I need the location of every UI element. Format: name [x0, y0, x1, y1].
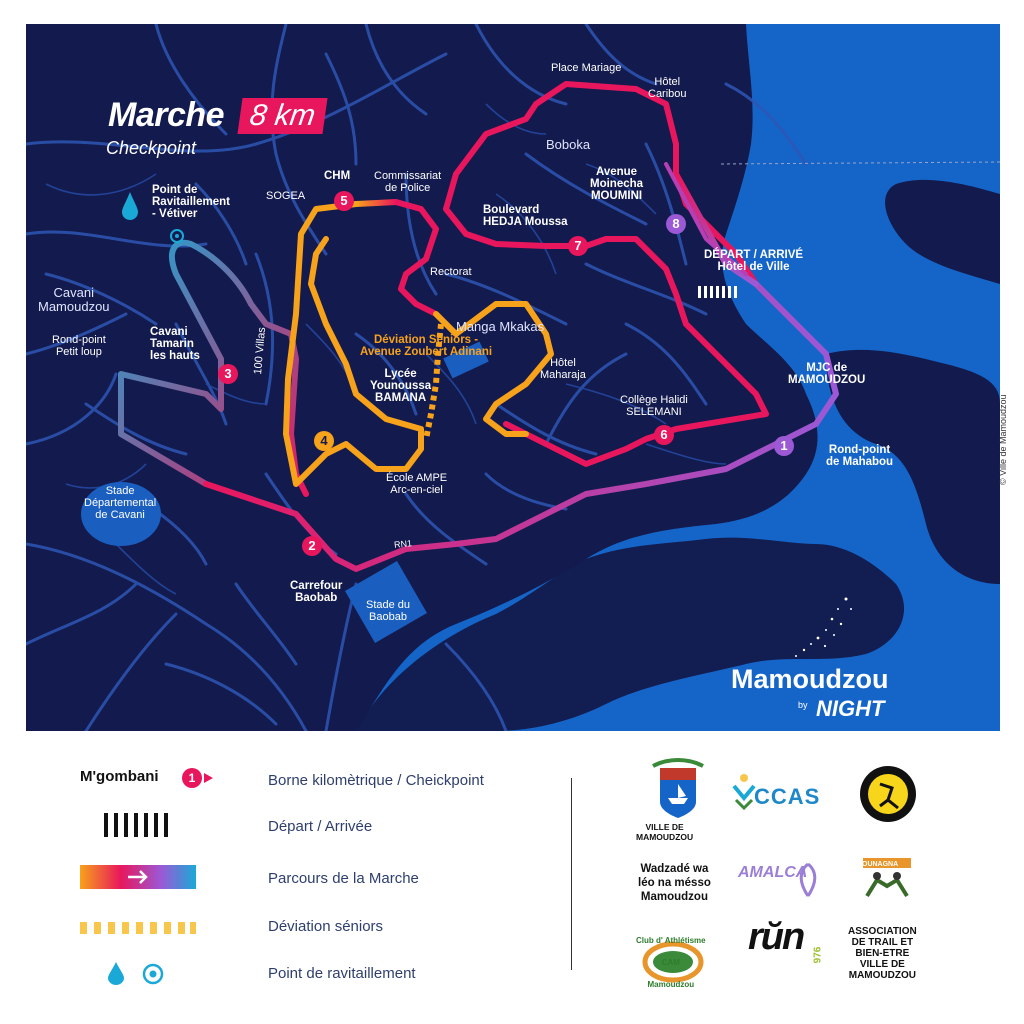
legend-target-icon: [142, 963, 164, 990]
label-boulevard: Boulevard HEDJA Moussa: [483, 204, 568, 228]
land-area: [356, 179, 1000, 731]
label-college: Collège Halidi SELEMANI: [620, 394, 688, 418]
road-network: [26, 24, 808, 731]
run-976-logo: rŭn: [748, 916, 805, 958]
label-cavani-tamarin: Cavani Tamarin les hauts: [150, 326, 200, 362]
stade-cavani-shape: [81, 482, 161, 546]
checkpoint-6: 6: [654, 425, 674, 445]
checkpoint-8: 8: [666, 214, 686, 234]
wadzade-text: Wadzadé wa léo na mésso Mamoudzou: [638, 863, 711, 903]
label-manga-mkakas: Manga Mkakas: [456, 319, 545, 334]
map-title: Marche: [108, 96, 225, 134]
label-carrefour-baobab: Carrefour Baobab: [290, 580, 343, 604]
start-finish-marker: [698, 286, 737, 298]
water-drop-map-icon: [122, 192, 138, 220]
label-boboka: Boboka: [546, 137, 591, 152]
deviation-seniors-path: [423, 323, 444, 440]
ravitaillement-target-icon: [170, 229, 184, 243]
run-976-number: 976: [812, 946, 824, 964]
label-rond-point-petit-loup: Rond-point Petit loup: [52, 334, 106, 358]
copyright-credit: © Ville de Mamoudzou: [998, 394, 1008, 485]
label-rond-point-mahabou: Rond-point de Mahabou: [826, 444, 894, 468]
legend-arrow-icon: [204, 773, 213, 783]
checkpoint-2: 2: [302, 536, 322, 556]
legend-start-finish-icon: [104, 813, 174, 842]
ville-mamoudzou-text: VILLE DE MAMOUDZOU: [636, 822, 694, 842]
label-lycee: Lycée Younoussa BAMANA: [370, 368, 432, 404]
label-hotel-caribou: Hôtel Caribou: [648, 76, 687, 100]
label-hotel-maharaja: Hôtel Maharaja: [540, 357, 586, 381]
legend-route-gradient-icon: [80, 865, 196, 894]
distance-badge: 8 km: [237, 98, 328, 134]
label-sogea: SOGEA: [266, 190, 306, 202]
label-commissariat: Commissariat de Police: [374, 170, 442, 194]
checkpoint-5: 5: [334, 191, 354, 211]
ounagna-logo: [855, 856, 919, 911]
amalca-ribbon-icon: [738, 862, 828, 903]
legend-label-checkpoint: Borne kilomètrique / Cheickpoint: [268, 772, 484, 789]
checkpoint-7: 7: [568, 236, 588, 256]
legend-label-ravitaillement: Point de ravitaillement: [268, 965, 416, 982]
ccas-logo-icon: [730, 770, 758, 815]
amalca-text: AMALCA: [738, 864, 808, 881]
boundary-line: [720, 161, 1000, 165]
brand-logo-text: Mamoudzou: [731, 664, 889, 694]
label-depart-arrivee: DÉPART / ARRIVÉ Hôtel de Ville: [704, 249, 804, 273]
legend-water-drop-icon: [106, 962, 126, 991]
map-subtitle: Checkpoint: [106, 138, 197, 158]
label-mjc: MJC de MAMOUDZOU: [788, 362, 866, 386]
label-place-mariage: Place Mariage: [551, 62, 622, 74]
legend-deviation-icon: [80, 922, 196, 941]
legend-divider: [571, 778, 572, 970]
legend-label-parcours: Parcours de la Marche: [268, 870, 419, 887]
club-athletisme-text: Club d' Athlétisme CAM Mamoudzou: [636, 936, 706, 989]
club-athletisme-logo: [640, 928, 706, 993]
ville-mamoudzou-logo: [648, 758, 708, 825]
ounagna-text: OUNAGNA: [862, 861, 899, 868]
label-cavani-mamoudzou: Cavani Mamoudzou: [38, 285, 110, 314]
checkpoint-3: 3: [218, 364, 238, 384]
manga-mkakas-shape: [443, 341, 489, 379]
label-deviation-seniors: Déviation Séniors - Avenue Zoubert Adina…: [360, 334, 493, 358]
brand-night-text: NIGHT: [816, 696, 885, 721]
association-trail-text: ASSOCIATION DE TRAIL ET BIEN-ETRE VILLE …: [848, 926, 917, 981]
label-stade-baobab: Stade du Baobab: [366, 599, 411, 623]
label-ecole: École AMPE Arc-en-ciel: [386, 472, 448, 496]
rdm-logo: [858, 764, 918, 829]
checkpoint-4: 4: [314, 431, 334, 451]
checkpoint-1: 1: [774, 436, 794, 456]
legend-checkpoint-icon: 1: [182, 768, 202, 788]
legend-label-deviation: Déviation séniors: [268, 918, 384, 935]
label-chm: CHM: [324, 170, 351, 182]
label-stade-cavani: Stade Départemental de Cavani: [84, 485, 157, 521]
legend-label-depart: Départ / Arrivée: [268, 818, 373, 835]
stade-baobab-shape: [345, 561, 427, 643]
brand-sparkles: [795, 597, 852, 657]
ccas-logo-text: CCAS: [754, 784, 821, 809]
legend-mgombani-label: M'gombani: [80, 768, 159, 785]
label-avenue: Avenue Moinecha MOUMINI: [590, 166, 644, 202]
label-rn1: RN1: [393, 538, 413, 550]
route-orange: [283, 201, 554, 487]
brand-by-text: by: [798, 700, 808, 710]
route-map: Marche 8 km Checkpoint 1 2 3 4 5 6 7 8 P…: [26, 24, 1000, 731]
label-ravitaillement: Point de Ravitaillement - Vétiver: [152, 184, 230, 220]
label-rectorat: Rectorat: [430, 266, 472, 278]
